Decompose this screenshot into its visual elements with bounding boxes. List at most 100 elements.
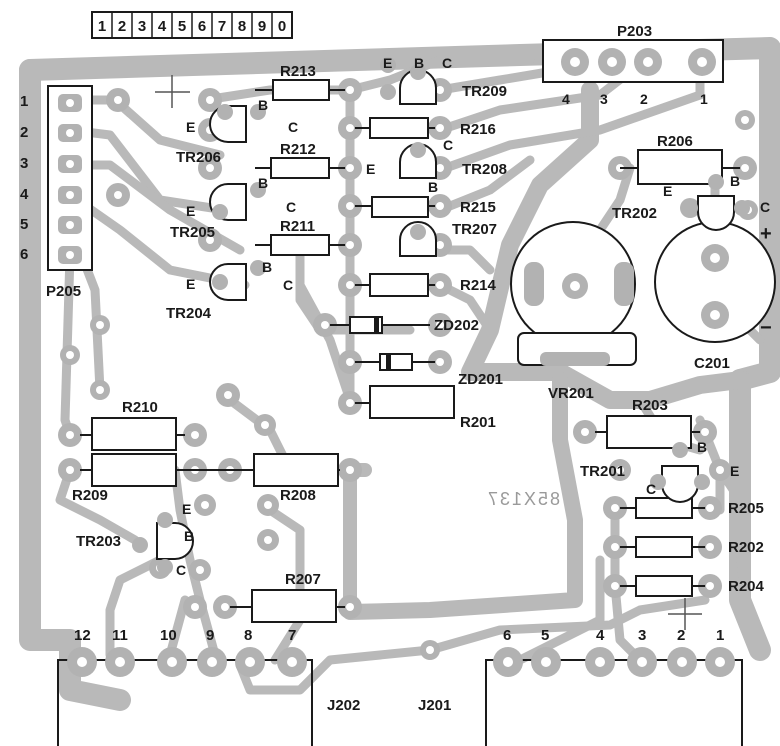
p203-pin: 2 (640, 91, 648, 107)
tr203-label: TR203 (76, 533, 121, 550)
c201-minus: − (760, 317, 772, 339)
ruler-digit: 3 (138, 18, 146, 35)
p205-pin: 5 (20, 216, 28, 233)
pin-letter: B (258, 97, 268, 113)
r202-label: R202 (728, 539, 764, 556)
pin-letter: E (186, 276, 195, 292)
j202-pin: 9 (206, 627, 214, 644)
r213-label: R213 (280, 63, 316, 80)
pin-letter: B (730, 173, 740, 189)
ruler-digit: 8 (238, 18, 246, 35)
pin-letter: E (186, 203, 195, 219)
p205-pin: 6 (20, 246, 28, 263)
tr204-label: TR204 (166, 305, 212, 322)
connector-j202 (57, 647, 313, 746)
p205-label: P205 (46, 283, 81, 300)
tr207-label: TR207 (452, 221, 497, 238)
pin-letter: B (428, 179, 438, 195)
vr201-label: VR201 (548, 385, 594, 402)
r215-label: R215 (460, 199, 496, 216)
pin-letter: E (366, 161, 375, 177)
pin-letter: B (262, 259, 272, 275)
pin-letter: C (283, 277, 293, 293)
transistor-pads (132, 57, 750, 575)
j202-pin: 11 (112, 627, 128, 644)
ruler-digit: 7 (218, 18, 226, 35)
pin-letter: B (184, 528, 194, 544)
ruler-digit: 0 (278, 18, 286, 35)
p203-pin: 3 (600, 91, 608, 107)
pin-letter: C (288, 119, 298, 135)
pin-letter: B (697, 439, 707, 455)
tr206-label: TR206 (176, 149, 221, 166)
j201-label: J201 (418, 697, 451, 714)
resistor-bodies (80, 79, 740, 623)
ruler-boxes (91, 11, 293, 39)
pin-letter: E (182, 501, 191, 517)
j202-pin: 7 (288, 627, 296, 644)
tr201-label: TR201 (580, 463, 625, 480)
tr205-label: TR205 (170, 224, 215, 241)
p203-pin: 4 (562, 91, 570, 107)
pin-letter: E (730, 463, 739, 479)
ruler-digits: 1 2 3 4 5 6 7 8 9 0 (98, 18, 286, 35)
pin-letter: B (414, 55, 424, 71)
pin-letter: C (443, 137, 453, 153)
capacitor-c201 (654, 221, 776, 343)
r201-label: R201 (460, 414, 496, 431)
j201-pin: 3 (638, 627, 646, 644)
ruler-digit: 2 (118, 18, 126, 35)
connector-p205 (47, 85, 93, 271)
r211-label: R211 (280, 218, 315, 235)
j201-pin: 4 (596, 627, 605, 644)
c201-label: C201 (694, 355, 730, 372)
p203-label: P203 (617, 23, 652, 40)
ruler-digit: 9 (258, 18, 266, 35)
pin-letter: C (646, 481, 656, 497)
r214-label: R214 (460, 277, 497, 294)
tr209-label: TR209 (462, 83, 507, 100)
ruler-digit: 1 (98, 18, 106, 35)
pin-letter: E (186, 119, 195, 135)
potentiometer-vr201 (510, 221, 637, 366)
p203-pin: 1 (700, 91, 708, 107)
zd201-label: ZD201 (458, 371, 503, 388)
connector-j201 (485, 647, 743, 746)
j202-pin: 12 (74, 627, 91, 644)
r212-label: R212 (280, 141, 316, 158)
zener-diodes (330, 316, 435, 371)
pin-letter: C (286, 199, 296, 215)
tr208-label: TR208 (462, 161, 507, 178)
r216-label: R216 (460, 121, 496, 138)
j201-pin: 1 (716, 627, 724, 644)
r206-label: R206 (657, 133, 693, 150)
pin-letter: B (258, 175, 268, 191)
c201-plus: + (760, 223, 772, 245)
j201-pin: 6 (503, 627, 511, 644)
pin-letter: C (176, 562, 186, 578)
r204-label: R204 (728, 578, 765, 595)
j202-label: J202 (327, 697, 360, 714)
ruler-digit: 4 (158, 18, 167, 35)
r205-label: R205 (728, 500, 764, 517)
p205-pin: 2 (20, 124, 28, 141)
zd202-label: ZD202 (434, 317, 479, 334)
r209-label: R209 (72, 487, 108, 504)
r210-label: R210 (122, 399, 158, 416)
j202-pin: 8 (244, 627, 252, 644)
board-code: 85X137 (486, 489, 560, 509)
j202-pin: 10 (160, 627, 177, 644)
p205-pin: 1 (20, 93, 28, 110)
r207-label: R207 (285, 571, 321, 588)
registration-marks (155, 75, 702, 630)
j201-pin: 2 (677, 627, 685, 644)
pin-letter: C (760, 199, 770, 215)
ruler-digit: 6 (198, 18, 206, 35)
p205-pin: 3 (20, 155, 28, 172)
tr202-label: TR202 (612, 205, 657, 222)
p205-pin: 4 (20, 186, 29, 203)
r203-label: R203 (632, 397, 668, 414)
transistor-pin-letters: E B C E B C E B C E B C C E B E B C B E … (176, 55, 770, 578)
connector-p203 (542, 39, 724, 83)
